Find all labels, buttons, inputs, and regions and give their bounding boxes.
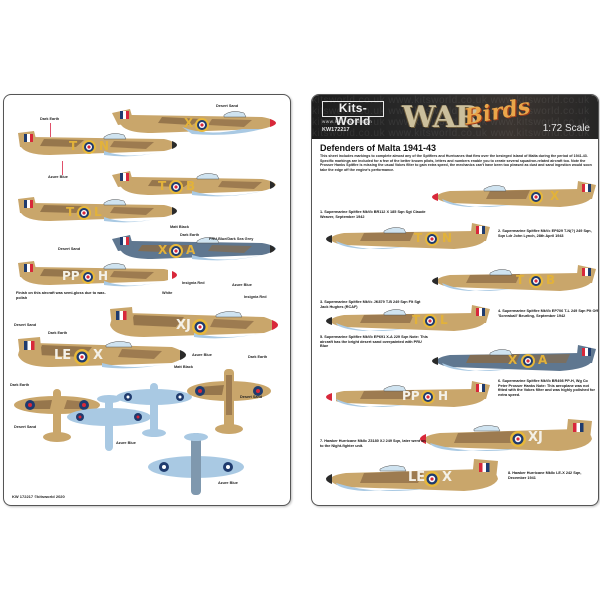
color-guide-sheet: X Desert Sand T N Dark Earth Azure Blue — [3, 94, 291, 506]
aircraft-3-caption: 3. Supermarine Spitfire MkVc JK879 T-B 2… — [320, 300, 421, 309]
aircraft-4-caption: 4. Supermarine Spitfire MkVb EP706 T-L 2… — [498, 309, 598, 318]
plan-view-hurricane-under — [146, 429, 246, 499]
aircraft-8: LE X — [324, 457, 504, 501]
banner-watermark: kitsworld.co.uk www.kitsworld.co.uk www.… — [312, 95, 590, 139]
label-desert-sand-5: Desert Sand — [240, 395, 263, 399]
aircraft-1-caption: 1. Supermarine Spitfire MkVb BR112 X 185… — [320, 210, 426, 219]
aircraft-1: X — [430, 177, 598, 217]
sheet-title: Defenders of Malta 1941-43 — [320, 143, 437, 153]
aircraft-profile-4-left: T L — [14, 191, 184, 231]
label-insignia-red-2: Insignia Red — [244, 295, 267, 299]
aircraft-profile-1-left: X — [112, 103, 282, 143]
label-matt-black: Matt Black — [170, 225, 189, 229]
aircraft-7: XJ — [418, 417, 598, 461]
plan-view-spitfire-under — [64, 395, 154, 455]
label-dark-earth-5: Dark Earth — [248, 355, 268, 359]
aircraft-profile-7-left: XJ — [104, 303, 284, 347]
aircraft-5: X A — [430, 341, 598, 381]
intro-paragraph: This sheet includes markings to complete… — [320, 154, 592, 172]
product-code: KW172217 — [322, 127, 350, 133]
aircraft-2: T N — [324, 219, 494, 259]
aircraft-4: T L — [324, 301, 494, 341]
warbirds-logo: WAR Birds — [402, 95, 533, 135]
label-desert-sand: Desert Sand — [216, 104, 239, 108]
aircraft-7-caption: 7. Hawker Hurricane MkIIc Z3180 XJ 249 S… — [320, 439, 426, 448]
scale-label: 1:72 Scale — [542, 123, 590, 134]
aircraft-profile-3-left: T B — [112, 165, 282, 205]
label-azure-blue-2: Azure Blue — [232, 283, 252, 287]
aircraft-3: T B — [430, 261, 598, 301]
decal-sheet: kitsworld.co.uk www.kitsworld.co.uk www.… — [311, 94, 599, 506]
aircraft-2-caption: 2. Supermarine Spitfire MkVc EP829 T-N(?… — [498, 229, 592, 238]
aircraft-profile-6-left: PP H — [14, 255, 184, 295]
label-insignia-red: Insignia Red — [182, 281, 205, 285]
label-azure-blue: Azure Blue — [48, 175, 68, 179]
aircraft-profile-2-left: T N — [14, 125, 184, 165]
aircraft-6-caption: 6. Supermarine Spitfire MkVb BR498 PP-H,… — [498, 379, 595, 397]
plan-view-spitfire-under-2 — [114, 381, 194, 441]
label-dark-earth-4: Dark Earth — [10, 383, 30, 387]
label-dark-earth-3: Dark Earth — [48, 331, 68, 335]
plan-view-spitfire-top — [12, 387, 102, 447]
aircraft-8-caption: 8. Hawker Hurricane MkIIc LE-X 242 Sqn, … — [508, 471, 582, 480]
plan-view-hurricane-top — [184, 367, 274, 437]
aircraft-profile-8-left: LE X — [12, 333, 192, 377]
finish-note: Finish on this aircraft was semi-gloss d… — [16, 291, 106, 300]
label-dark-earth: Dark Earth — [40, 117, 60, 121]
label-white: White — [162, 291, 173, 295]
copyright: KW 172217 ©kitsworld 2020 — [12, 494, 65, 499]
brand-logo: Kits-World — [322, 101, 384, 128]
label-matt-black-2: Matt Black — [174, 365, 193, 369]
label-azure-blue-4: Azure Blue — [116, 441, 136, 445]
aircraft-6: PP H — [324, 377, 494, 417]
label-desert-sand-2: Desert Sand — [58, 247, 81, 251]
label-desert-sand-3: Desert Sand — [14, 323, 37, 327]
aircraft-profile-5-left: X A — [112, 229, 282, 269]
header-banner: kitsworld.co.uk www.kitsworld.co.uk www.… — [312, 95, 598, 139]
label-azure-blue-5: Azure Blue — [218, 481, 238, 485]
label-dark-earth-2: Dark Earth — [180, 233, 200, 237]
label-desert-sand-4: Desert Sand — [14, 425, 37, 429]
label-azure-blue-3: Azure Blue — [192, 353, 212, 357]
aircraft-5-caption: 5. Supermarine Spitfire MkVb EP691 X-A 2… — [320, 335, 428, 349]
brand-url: www.kits-world.com — [322, 119, 373, 124]
label-pru-blue: PRU Blue/Dark Sea Grey — [209, 237, 254, 241]
